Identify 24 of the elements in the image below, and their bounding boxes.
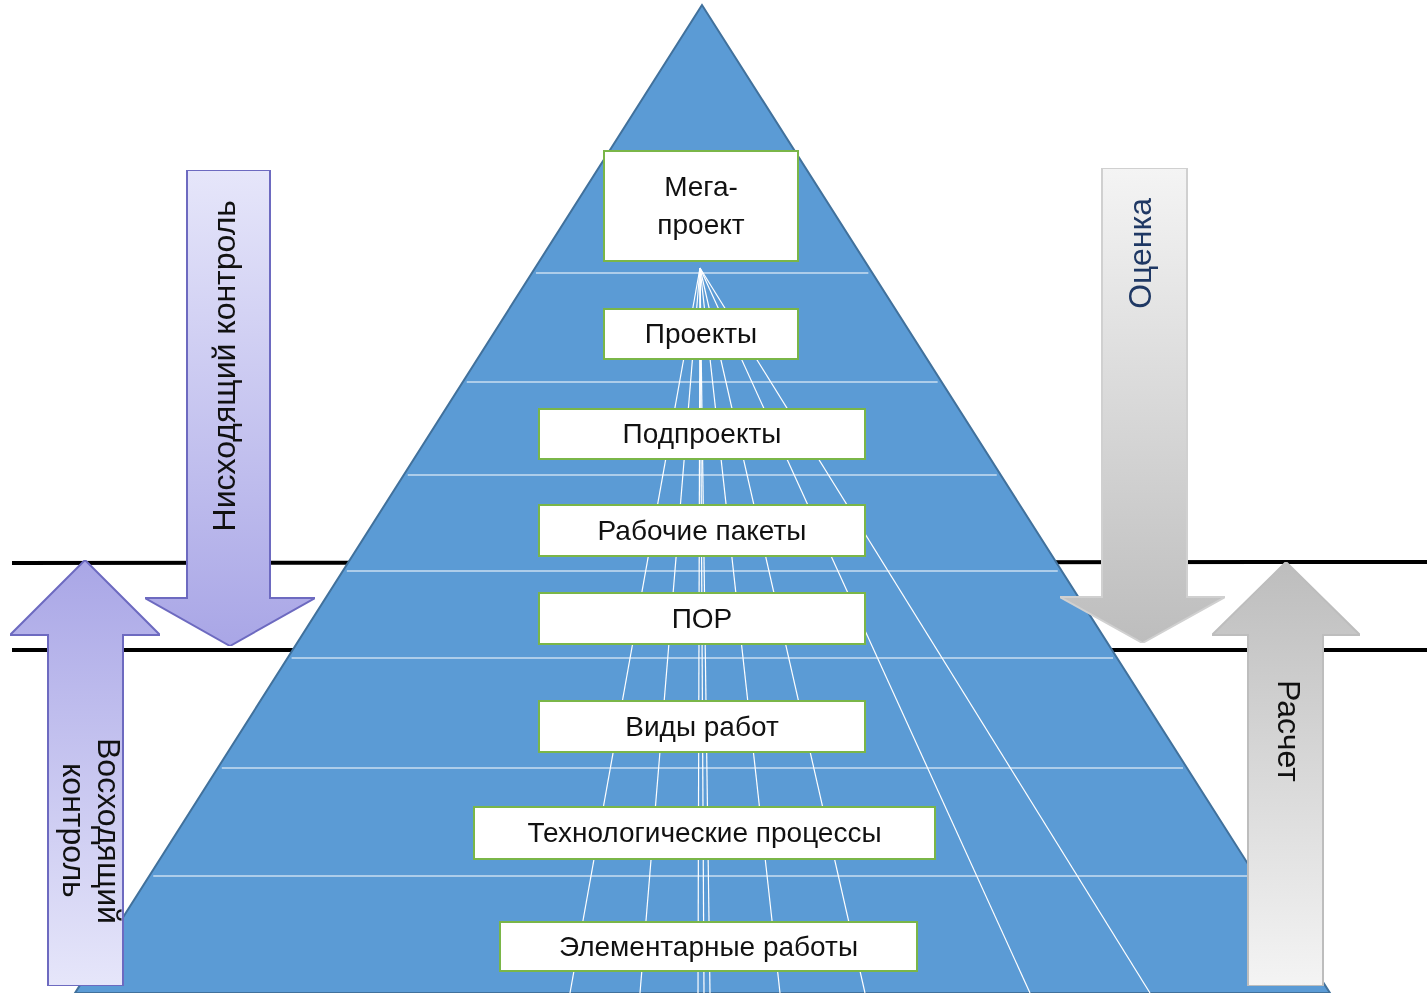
level-box: [538, 408, 866, 460]
down-block-arrow: [1060, 168, 1225, 643]
arrow-label: Восходящий контроль: [54, 736, 126, 926]
arrow-label: Расчет: [1270, 680, 1306, 782]
box-label: Элементарные работы: [558, 929, 859, 964]
box-label: Подпроекты: [622, 417, 782, 452]
level-box: [538, 592, 866, 645]
up-block-arrow: [10, 560, 160, 986]
arrow-label: Нисходящий контроль: [206, 200, 242, 532]
box-label: ПОР: [671, 601, 733, 636]
box-label: Виды работ: [625, 709, 779, 744]
level-box: [499, 921, 918, 972]
down-block-arrow: [145, 170, 315, 646]
level-box: [603, 150, 799, 262]
level-box: [603, 308, 799, 360]
level-box: [538, 700, 866, 753]
box-label: Технологические процессы: [527, 816, 882, 851]
box-label: Проекты: [644, 317, 758, 352]
box-label: Мега-проект: [656, 170, 746, 242]
arrow-label: Оценка: [1122, 198, 1158, 309]
up-block-arrow: [1212, 562, 1360, 986]
level-box: [473, 806, 936, 860]
level-box: [538, 504, 866, 557]
box-label: Рабочие пакеты: [597, 513, 807, 548]
